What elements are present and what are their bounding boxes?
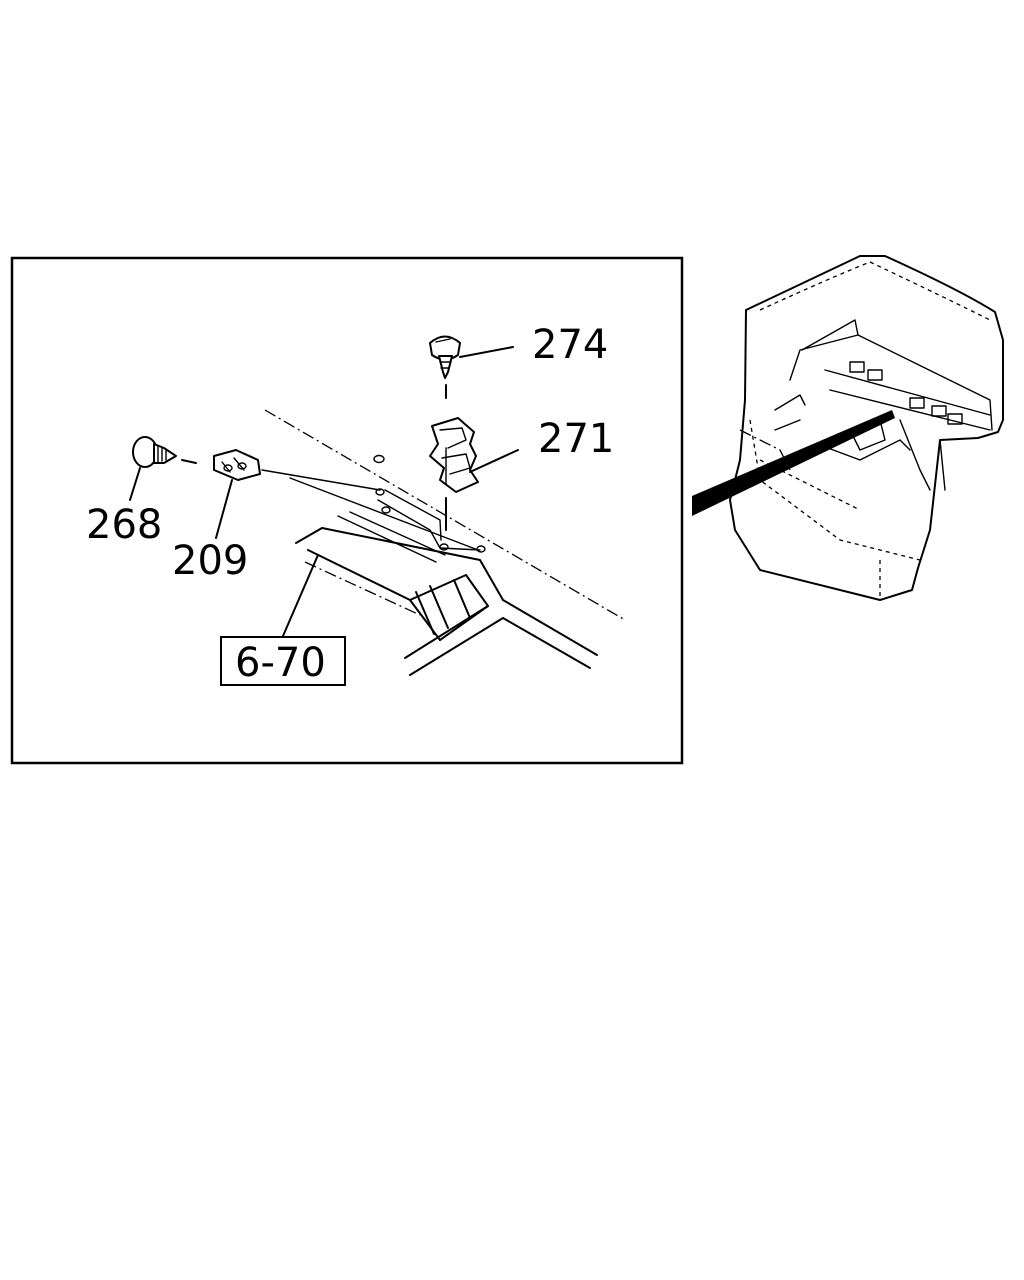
- bolt-274-icon: [429, 335, 461, 379]
- bracket-outline: [384, 489, 442, 541]
- callout-ref: 6-70: [235, 640, 326, 686]
- callout-268: 268: [86, 502, 162, 548]
- body-panel: [295, 511, 598, 676]
- leader-209: [215, 479, 233, 539]
- callout-271: 271: [538, 416, 614, 462]
- nut-209-icon: [213, 449, 261, 481]
- reference-box: [220, 636, 346, 686]
- leader-271: [469, 449, 519, 473]
- leader-274: [459, 346, 514, 358]
- leader-268: [129, 467, 141, 501]
- clip-271-icon: [429, 417, 479, 493]
- leader-ref: [282, 554, 319, 637]
- detail-frame: [10, 256, 684, 765]
- detail-pointer: [692, 410, 895, 516]
- callout-209: 209: [172, 538, 248, 584]
- assembly-line-209: [261, 469, 381, 491]
- mounting-holes: [373, 454, 486, 553]
- vehicle-overview: [692, 255, 1004, 601]
- callout-274: 274: [532, 322, 608, 368]
- screw-268-icon: [132, 436, 177, 468]
